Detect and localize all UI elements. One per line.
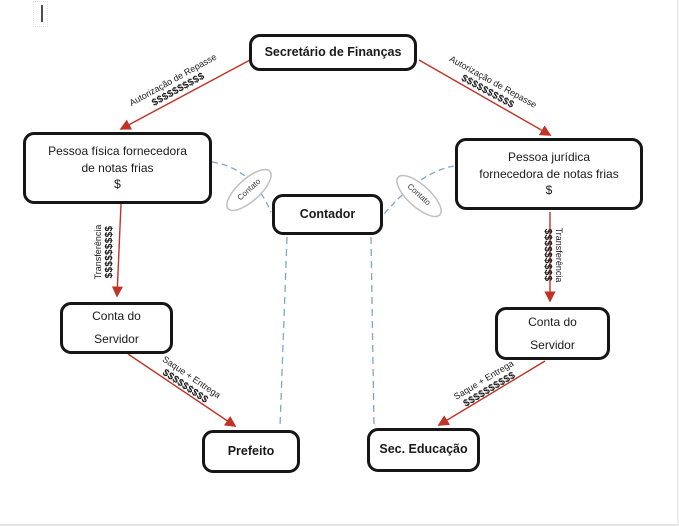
node-secretario-financas: Secretário de Finanças: [249, 34, 417, 71]
node-pessoa-fisica: Pessoa física fornecedora de notas frias…: [23, 132, 212, 204]
node-prefeito: Prefeito: [202, 430, 300, 473]
node-label: Prefeito: [227, 443, 275, 458]
arrow-transferencia-left: [111, 203, 124, 298]
arrow-repasse-left: [119, 59, 251, 130]
node-line: Servidor: [94, 332, 139, 346]
node-line: Pessoa física fornecedora: [48, 143, 187, 158]
node-label: Sec. Educação: [379, 442, 468, 457]
text-cursor-bar: [41, 5, 43, 22]
node-line: Servidor: [530, 337, 575, 352]
node-line: de notas frias: [81, 160, 154, 175]
node-line: fornecedora de notas frias: [479, 166, 619, 181]
node-line: $: [114, 177, 121, 192]
contato-ellipse-right: [396, 174, 442, 218]
node-conta-servidor-right: Conta do Servidor: [495, 307, 610, 360]
text-cursor: [33, 1, 48, 27]
contato-ellipse-left: [226, 168, 272, 212]
node-line: Pessoa jurídica: [507, 149, 591, 164]
node-conta-servidor-left: Conta do Servidor: [60, 302, 173, 354]
node-contador: Contador: [272, 194, 383, 235]
dashed-line-contador-educacao: [370, 236, 375, 428]
arrow-saque-right: [437, 360, 546, 426]
dashed-line-contador-prefeito: [279, 236, 288, 428]
contact-curve-left: [211, 161, 272, 213]
contact-curve-right: [383, 165, 455, 215]
node-sec-educacao: Sec. Educação: [367, 428, 480, 472]
node-line: Conta do: [528, 314, 577, 329]
node-pessoa-juridica: Pessoa jurídica fornecedora de notas fri…: [455, 138, 643, 210]
node-line: Conta do: [92, 309, 141, 324]
node-label: Secretário de Finanças: [264, 44, 402, 59]
node-line: $: [545, 183, 553, 198]
arrow-saque-left: [127, 353, 237, 427]
node-label: Contador: [299, 206, 356, 221]
arrow-repasse-right: [418, 59, 552, 136]
